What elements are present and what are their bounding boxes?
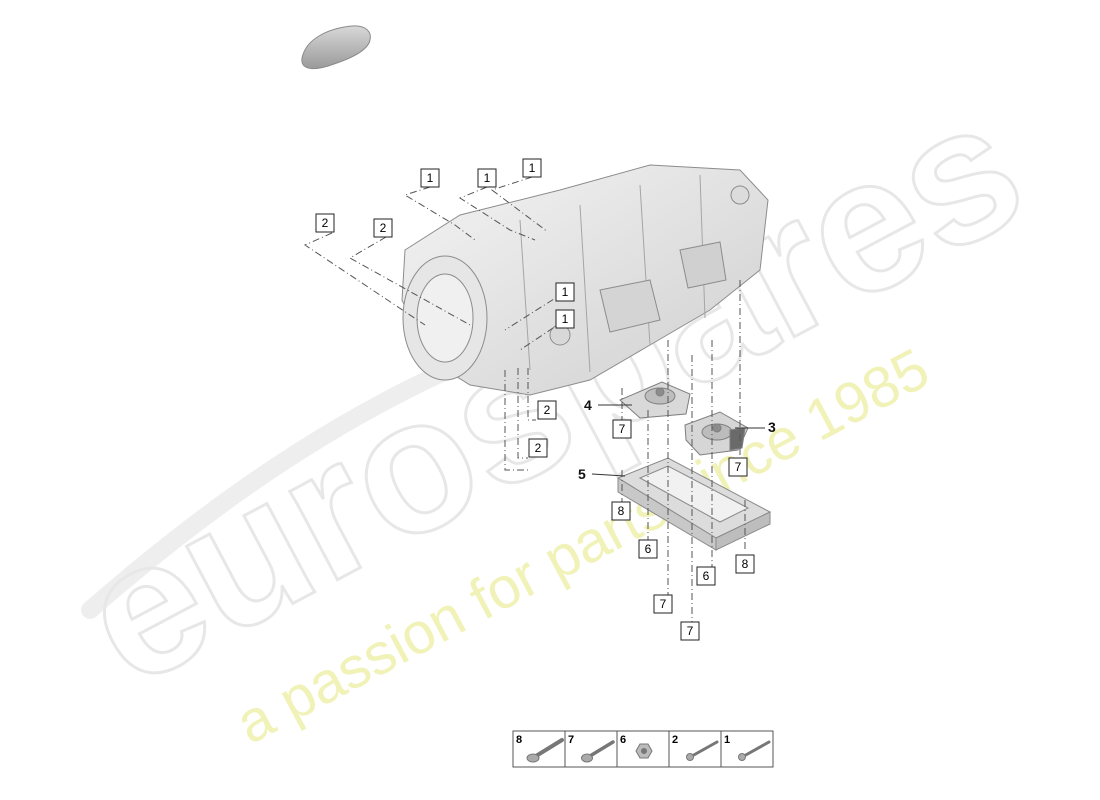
svg-text:7: 7: [568, 734, 574, 746]
callout-7a[interactable]: 7: [612, 419, 632, 439]
part-label-3[interactable]: 3: [768, 419, 776, 435]
callout-2b[interactable]: 2: [373, 218, 393, 238]
callout-7c[interactable]: 7: [653, 594, 673, 614]
callout-2d[interactable]: 2: [528, 438, 548, 458]
svg-text:8: 8: [618, 504, 625, 518]
legend-item-7[interactable]: 7: [568, 734, 615, 763]
callout-7b[interactable]: 7: [728, 457, 748, 477]
svg-text:1: 1: [427, 171, 434, 185]
svg-text:2: 2: [380, 221, 387, 235]
svg-text:8: 8: [742, 557, 749, 571]
svg-text:2: 2: [672, 734, 678, 746]
svg-text:6: 6: [645, 542, 652, 556]
part-leaders: [591, 404, 765, 477]
callout-1b[interactable]: 1: [477, 168, 497, 188]
svg-text:1: 1: [724, 734, 730, 746]
legend-item-8[interactable]: 8: [516, 734, 564, 763]
nut-icon: [635, 743, 653, 759]
callout-1a[interactable]: 1: [420, 168, 440, 188]
parts-legend: 8 7 6 2: [512, 730, 774, 768]
svg-text:8: 8: [516, 734, 522, 746]
part-label-4[interactable]: 4: [584, 397, 592, 413]
callout-1d[interactable]: 1: [555, 282, 575, 302]
callout-boxes: 1 1 1 2 2 1 1 2: [315, 158, 755, 641]
legend-item-2[interactable]: 2: [672, 734, 719, 761]
callout-6a[interactable]: 6: [638, 539, 658, 559]
callout-8a[interactable]: 8: [611, 501, 631, 521]
svg-text:6: 6: [703, 569, 710, 583]
callout-1e[interactable]: 1: [555, 309, 575, 329]
svg-text:2: 2: [544, 403, 551, 417]
callout-2a[interactable]: 2: [315, 213, 335, 233]
flange-bolt-icon: [526, 738, 564, 763]
gearbox: [401, 164, 769, 396]
car-silhouette-icon: [301, 25, 371, 69]
svg-text:1: 1: [529, 161, 536, 175]
bolt-icon: [738, 740, 771, 761]
svg-text:7: 7: [619, 422, 626, 436]
svg-text:1: 1: [484, 171, 491, 185]
svg-text:7: 7: [735, 460, 742, 474]
part-number-labels: 4 3 5: [578, 397, 776, 482]
svg-text:1: 1: [562, 285, 569, 299]
callout-7d[interactable]: 7: [680, 621, 700, 641]
leader-lines: [303, 176, 746, 622]
legend-item-6[interactable]: 6: [620, 734, 653, 759]
crossmember-5: [616, 457, 772, 551]
callout-1c[interactable]: 1: [522, 158, 542, 178]
callout-6b[interactable]: 6: [696, 566, 716, 586]
mount-3: [684, 411, 749, 456]
legend-item-1[interactable]: 1: [724, 734, 771, 761]
flange-bolt-icon: [581, 740, 615, 763]
svg-text:7: 7: [660, 597, 667, 611]
svg-text:1: 1: [562, 312, 569, 326]
bolt-icon: [686, 740, 719, 761]
svg-text:6: 6: [620, 734, 626, 746]
callout-8b[interactable]: 8: [735, 554, 755, 574]
svg-text:2: 2: [322, 216, 329, 230]
svg-text:7: 7: [687, 624, 694, 638]
part-label-5[interactable]: 5: [578, 466, 586, 482]
svg-text:2: 2: [535, 441, 542, 455]
callout-2c[interactable]: 2: [537, 400, 557, 420]
